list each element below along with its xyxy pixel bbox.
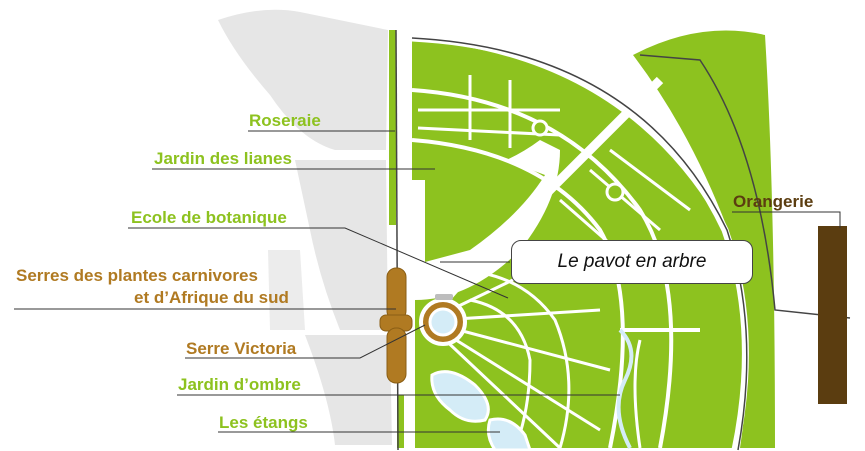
gray-zone-middle [295, 160, 388, 330]
label-serres-line2: et d’Afrique du sud [134, 288, 289, 307]
pond-north [430, 370, 490, 423]
serres-building [379, 267, 413, 384]
gray-zone-south [305, 335, 392, 445]
label-serre-victoria: Serre Victoria [186, 339, 297, 358]
strip-lower [397, 395, 404, 448]
serre-victoria-roof [435, 294, 453, 300]
stream [616, 328, 634, 449]
leader-lines [14, 130, 841, 433]
grid-d2 [609, 148, 691, 212]
leader-ecole [128, 227, 509, 299]
path-arc-1 [411, 88, 674, 449]
radial-6 [438, 333, 562, 450]
radial-4 [439, 323, 611, 372]
strip-upper [389, 30, 396, 225]
jardin-lianes-zone [425, 148, 545, 262]
serres-north [386, 267, 407, 321]
label-jardin-ombre: Jardin d’ombre [178, 375, 301, 394]
path-arc-3 [449, 268, 571, 449]
gray-zone-west [268, 250, 305, 330]
grid-d1 [589, 168, 661, 232]
diagonal-circle [605, 182, 625, 202]
pond-south [486, 417, 532, 451]
radial-5 [439, 328, 601, 432]
label-orangerie: Orangerie [733, 192, 814, 211]
east-green-area [633, 30, 775, 448]
gray-zones [218, 9, 392, 445]
callout-pavot: Le pavot en arbre [511, 240, 753, 284]
outer-boundary [411, 37, 748, 451]
path-arc-4 [469, 298, 532, 449]
leader-victoria [185, 324, 426, 359]
label-roseraie: Roseraie [249, 111, 321, 130]
leader-orangerie [732, 211, 841, 228]
label-serres-line1: Serres des plantes carnivores [16, 266, 258, 285]
orangerie-building [818, 226, 847, 404]
serre-victoria-inner [428, 307, 458, 337]
label-jardin-lianes: Jardin des lianes [154, 149, 292, 168]
east-path-2 [633, 339, 642, 449]
label-etangs: Les étangs [219, 413, 308, 432]
roseraie-circle [531, 119, 549, 137]
east-boundary [639, 54, 851, 319]
main-diagonal [436, 76, 664, 304]
west-boundary [395, 29, 399, 451]
label-ecole-botanique: Ecole de botanique [131, 208, 287, 227]
callout-text: Le pavot en arbre [557, 251, 707, 272]
path-arc-2 [411, 138, 625, 449]
gray-zone-north [218, 9, 388, 151]
ponds [430, 328, 634, 451]
radial-1 [438, 219, 522, 311]
